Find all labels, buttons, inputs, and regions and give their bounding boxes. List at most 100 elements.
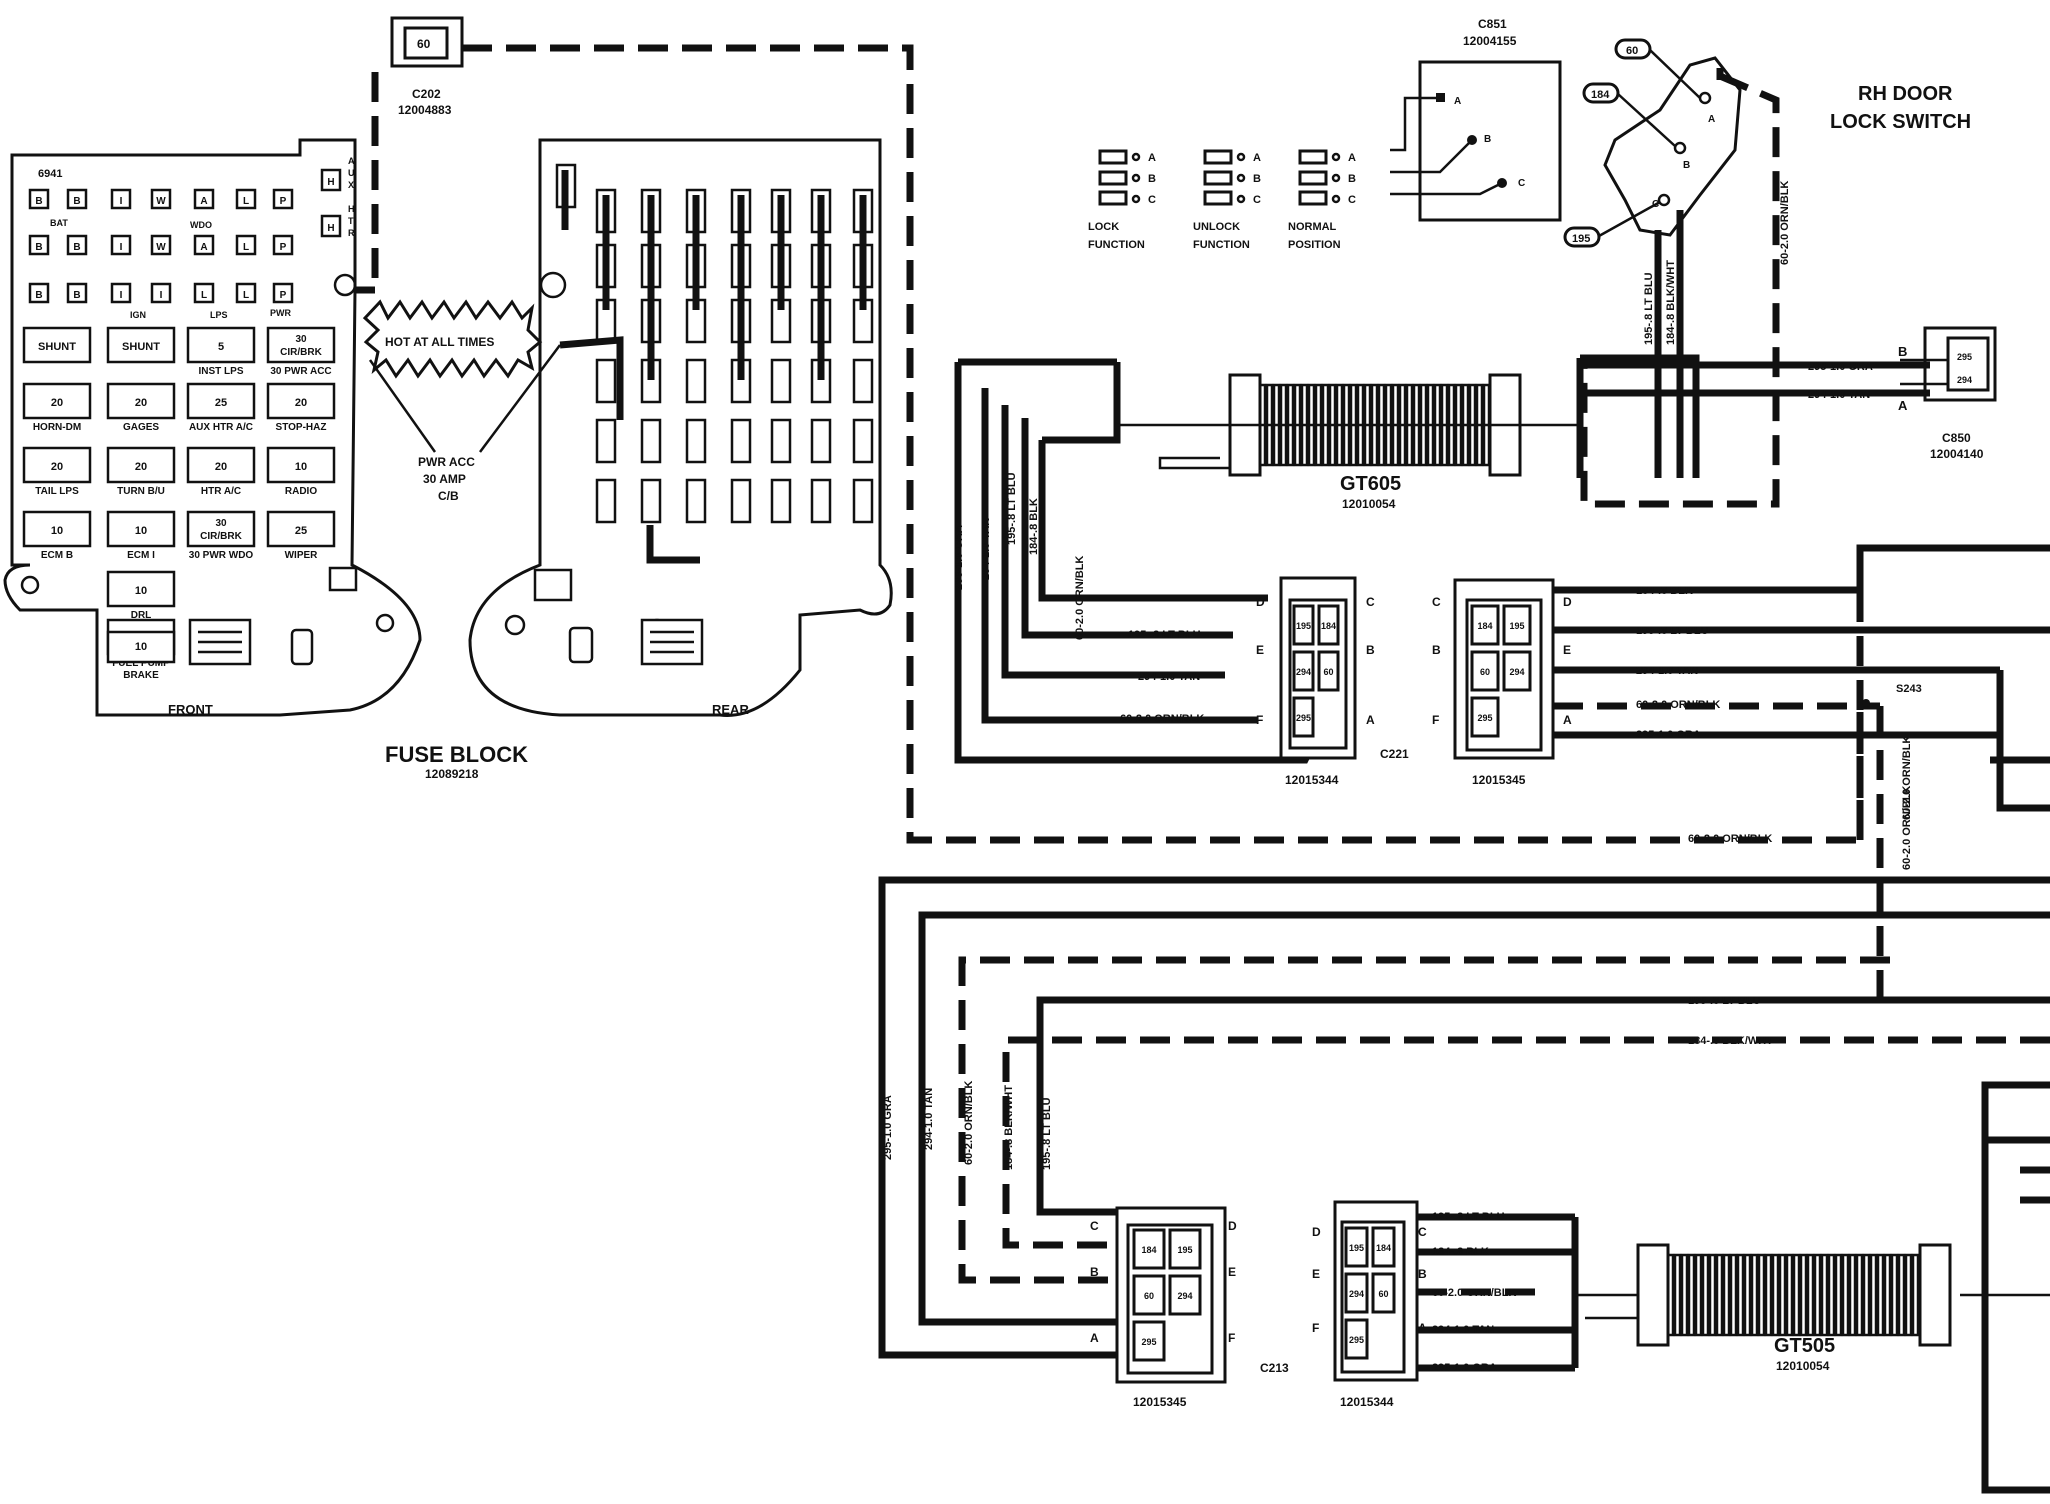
cavity-number: 294 bbox=[1349, 1289, 1364, 1299]
fuse-terminal-letter: P bbox=[280, 290, 287, 301]
fuse-terminal-letter: P bbox=[280, 242, 287, 253]
c202-name: C202 bbox=[412, 87, 441, 101]
fuse-value: CIR/BRK bbox=[280, 347, 322, 358]
connector-pin-letter: C bbox=[1090, 1219, 1099, 1233]
fuse bbox=[106, 510, 176, 548]
switch-pin-dot bbox=[1331, 152, 1341, 162]
grommet-rib bbox=[1785, 1253, 1794, 1337]
cavity bbox=[1344, 1226, 1369, 1268]
fuse-label: FUEL PUMP bbox=[112, 658, 170, 669]
cavity-number: 295 bbox=[1477, 713, 1492, 723]
connector-pin-letter: C bbox=[1432, 595, 1441, 609]
aux-terminal bbox=[320, 214, 342, 238]
cavity-number: 60 bbox=[1144, 1291, 1154, 1301]
aux-htr-char: X bbox=[348, 180, 354, 190]
fuse-value: 10 bbox=[51, 525, 63, 537]
aux-terminal-letter: H bbox=[327, 177, 334, 188]
rear-fuse-slot bbox=[852, 478, 874, 524]
connector-pin-letter: B bbox=[1090, 1265, 1099, 1279]
cavity bbox=[1502, 650, 1532, 692]
cavity-number: 295 bbox=[1349, 1335, 1364, 1345]
rear-fuse-slot bbox=[595, 478, 617, 524]
rh-door-pin-b: B bbox=[1683, 160, 1690, 171]
c221-name: C221 bbox=[1380, 747, 1409, 761]
c850-wire-294: 294-1.0 TAN bbox=[1808, 389, 1870, 401]
switch-position-label: FUNCTION bbox=[1088, 239, 1145, 251]
fuse-terminal-letter: I bbox=[120, 196, 123, 207]
connector-pin-letter: A bbox=[1366, 713, 1375, 727]
connector-pin-letter: C bbox=[1418, 1225, 1427, 1239]
cavity bbox=[1470, 696, 1500, 738]
grommet-rib bbox=[1869, 1253, 1878, 1337]
c213-wire-60: 60-2.0 ORN/BLK bbox=[963, 1081, 975, 1165]
fuse-terminal bbox=[28, 282, 50, 304]
switch-contact bbox=[1298, 170, 1328, 186]
grommet-rib bbox=[1890, 1253, 1899, 1337]
c213-harness: 195-.8 LT BLU 184-.8 BLK/WHT 295-1.0 GRA… bbox=[878, 876, 2050, 1494]
rear-busbar bbox=[646, 525, 700, 564]
fuse bbox=[106, 446, 176, 484]
fuse-terminal-letter: A bbox=[200, 196, 207, 207]
fuse-terminal-letter: L bbox=[243, 196, 249, 207]
fuse-block-front-label: FRONT bbox=[168, 702, 213, 717]
c221-left-wire-195: 195-.8 LT BLU bbox=[1128, 629, 1201, 641]
fuse-value: 10 bbox=[135, 641, 147, 653]
fuse-block-rear: REAR bbox=[468, 138, 893, 717]
switch-pin-letter: B bbox=[1148, 173, 1156, 185]
fuse-terminal bbox=[193, 234, 215, 256]
fuse bbox=[22, 382, 92, 420]
fuse-terminal-letter: L bbox=[243, 242, 249, 253]
cavity bbox=[1292, 650, 1315, 692]
cavity-number: 294 bbox=[1177, 1291, 1192, 1301]
grommet-rib bbox=[1736, 1253, 1745, 1337]
c221-right-wire-60: 60-2.0 ORN/BLK bbox=[1636, 699, 1720, 711]
cavity-number: 195 bbox=[1177, 1245, 1192, 1255]
connector-pin-letter: E bbox=[1312, 1267, 1320, 1281]
c850-connector: 295 294 B A C850 12004140 295-1.0 GRA 29… bbox=[1584, 326, 1997, 461]
grommet-rib bbox=[1694, 1253, 1703, 1337]
switch-contact bbox=[1098, 190, 1128, 206]
c213-wire-184: 184-.8 BLK/WHT bbox=[1003, 1085, 1015, 1170]
fuse-terminal bbox=[272, 234, 294, 256]
fuse-label: RADIO bbox=[285, 486, 317, 497]
switch-pin-letter: A bbox=[1253, 152, 1261, 164]
cavity bbox=[1317, 604, 1340, 646]
grommet-rib bbox=[1876, 1253, 1885, 1337]
cavity bbox=[1371, 1226, 1396, 1268]
switch-wire-60: 60-2.0 ORN/BLK bbox=[1779, 181, 1791, 265]
cavity bbox=[1344, 1272, 1369, 1314]
rear-fuse-slot bbox=[595, 418, 617, 464]
fuse bbox=[106, 630, 176, 664]
grommet-rib bbox=[1848, 1253, 1857, 1337]
fuse-terminal-letter: B bbox=[73, 196, 80, 207]
grommet-rib bbox=[1673, 1253, 1682, 1337]
c850-pin-b: B bbox=[1898, 344, 1907, 359]
fuse-terminal-letter: B bbox=[73, 290, 80, 301]
rh-door-title-2: LOCK SWITCH bbox=[1830, 111, 1971, 133]
connector-pin-letter: D bbox=[1312, 1225, 1321, 1239]
c213-left-part-no: 12015345 bbox=[1133, 1395, 1187, 1409]
switch-pin-dot bbox=[1331, 194, 1341, 204]
fuse-value: 10 bbox=[295, 461, 307, 473]
hot-at-all-times-burst: HOT AT ALL TIMES PWR ACC 30 AMP C/B bbox=[362, 299, 562, 503]
fuse-terminal-letter: L bbox=[243, 290, 249, 301]
rear-fuse-slot bbox=[730, 478, 752, 524]
grommet-flange bbox=[1918, 1243, 1952, 1347]
fuse-value: 10 bbox=[135, 525, 147, 537]
c850-cavity-295: 295 bbox=[1957, 352, 1972, 362]
rh-door-pin-a: A bbox=[1708, 114, 1715, 125]
c851-pin-b: B bbox=[1484, 134, 1491, 145]
cavity bbox=[1317, 650, 1340, 692]
rear-busbar bbox=[559, 336, 624, 420]
c221-right-wire-184: 184-.8 BLK bbox=[1636, 585, 1693, 597]
connector-pin-letter: E bbox=[1563, 643, 1571, 657]
cavity-number: 184 bbox=[1321, 621, 1336, 631]
fuse-terminal-letter: B bbox=[35, 290, 42, 301]
fuse bbox=[106, 382, 176, 420]
c213-wire-295: 295-1.0 GRA bbox=[882, 1095, 894, 1160]
cavity bbox=[1168, 1274, 1202, 1316]
fuse-terminal bbox=[110, 282, 132, 304]
switch-pin-dot bbox=[1131, 173, 1141, 183]
grommet-rib bbox=[1806, 1253, 1815, 1337]
